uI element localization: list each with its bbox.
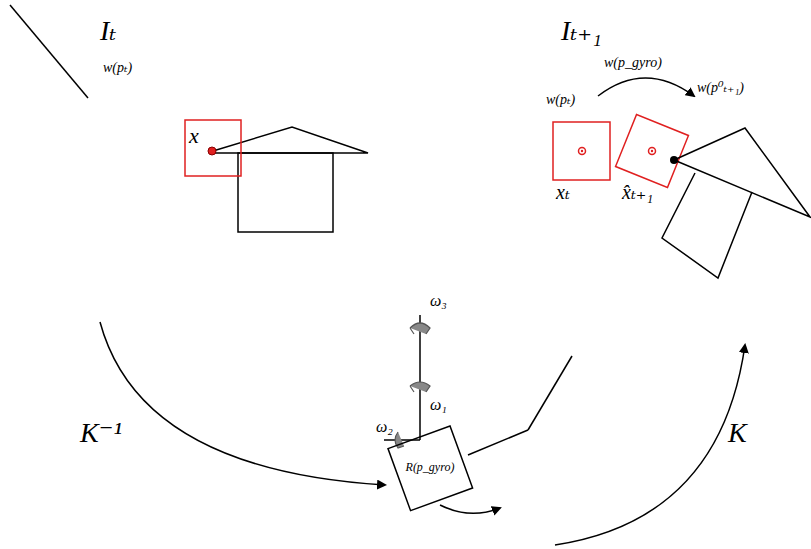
math-label: w(p⁰ₜ₊₁) (697, 80, 744, 95)
warped-patch (616, 115, 689, 188)
feature-point (208, 147, 216, 155)
rotation-symbol (410, 323, 430, 334)
math-label: ω₂ (376, 418, 393, 436)
house-right (662, 128, 810, 278)
math-label: Iₜ₊₁ (561, 16, 602, 47)
feature-point (579, 148, 586, 155)
math-label: K (728, 418, 747, 449)
feature-point-core (581, 150, 583, 152)
math-label: w(pₜ) (103, 60, 132, 75)
patch-window (553, 122, 610, 180)
math-label: w(pₜ) (546, 92, 575, 107)
feature-point (649, 148, 656, 155)
node-text: R(p_gyro) (406, 461, 455, 474)
math-label: K⁻¹ (80, 418, 122, 449)
math-label: xₜ (556, 181, 570, 203)
math-label: ω₁ (430, 396, 447, 414)
projection-arc (100, 322, 385, 485)
patch-window (185, 120, 241, 176)
house-left (213, 127, 368, 232)
projection-arc (555, 345, 745, 545)
small-arrow (440, 505, 500, 513)
math-label: w(p_gyro) (604, 55, 662, 70)
image-edge (10, 5, 88, 98)
rotation-symbol (410, 382, 430, 392)
math-label: ω₃ (430, 292, 447, 310)
rotation-box: R(p_gyro) (388, 426, 473, 511)
math-label: Iₜ (100, 16, 116, 47)
rotated-frame (468, 356, 572, 455)
feature-point-core (651, 150, 653, 152)
warp-arrow (598, 78, 694, 96)
true-point (670, 156, 678, 164)
square-outline (388, 426, 473, 511)
math-label: x (189, 124, 199, 148)
math-label: x̂ₜ₊₁ (622, 181, 653, 203)
